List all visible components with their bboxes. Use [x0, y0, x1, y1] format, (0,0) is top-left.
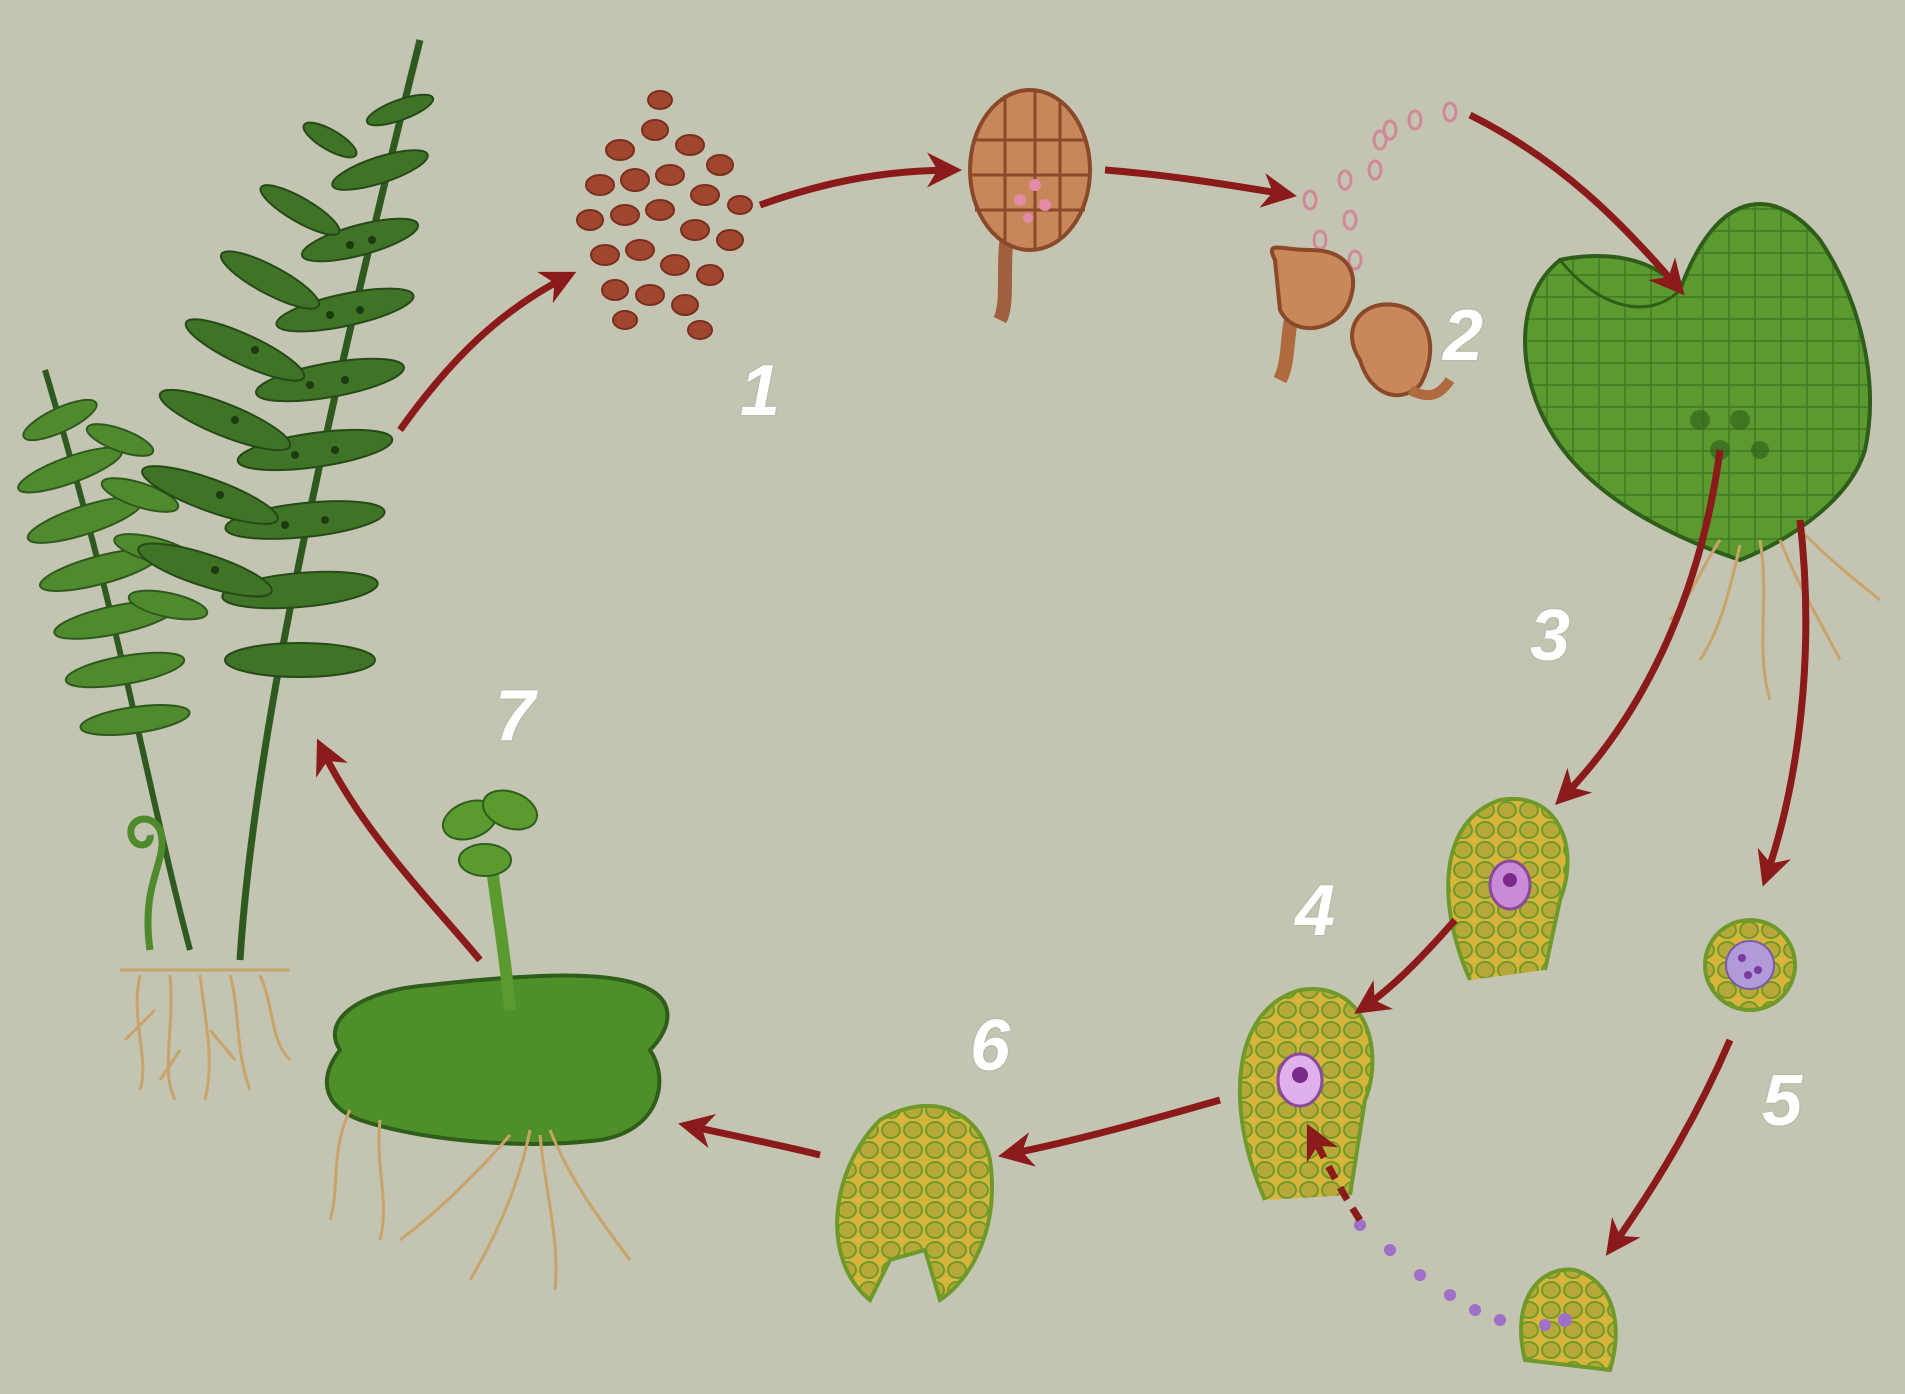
- stage-label-1: 1: [740, 351, 780, 431]
- prothallus-icon: [1525, 204, 1880, 700]
- stage-label-2: 2: [1441, 296, 1483, 376]
- young-sporophyte-icon: [327, 784, 668, 1290]
- arrow-fertilization-to-embryo: [1005, 1100, 1220, 1155]
- fern-sporophyte-icon: [14, 40, 436, 1100]
- antheridium-release-icon: [1354, 1219, 1616, 1370]
- arrow-prothallus-to-antheridium: [1765, 520, 1806, 880]
- antheridium-icon: [1705, 920, 1795, 1010]
- arrow-archegonium-to-fertilization: [1360, 920, 1455, 1010]
- arrow-fern-to-spores: [400, 275, 570, 430]
- arrow-spores-to-sporangium: [760, 170, 955, 205]
- archegonium-icon: [1448, 799, 1567, 980]
- embryo-icon: [837, 1106, 992, 1300]
- sporangium-release-icon: [1272, 103, 1456, 395]
- arrow-antheridium-to-release: [1610, 1040, 1730, 1250]
- archegonium-fertilization-icon: [1240, 989, 1373, 1200]
- stage-label-7: 7: [495, 676, 538, 756]
- stage-label-4: 4: [1293, 871, 1335, 951]
- stage-label-3: 3: [1530, 596, 1570, 676]
- arrow-sporangium-to-release: [1105, 170, 1290, 195]
- stage-label-6: 6: [970, 1006, 1011, 1086]
- arrow-young-to-mature: [320, 745, 480, 960]
- sporangium-icon: [970, 90, 1090, 320]
- spore-cluster-icon: [577, 91, 752, 339]
- arrow-embryo-to-young-sporophyte: [685, 1125, 820, 1155]
- stage-label-5: 5: [1762, 1061, 1803, 1141]
